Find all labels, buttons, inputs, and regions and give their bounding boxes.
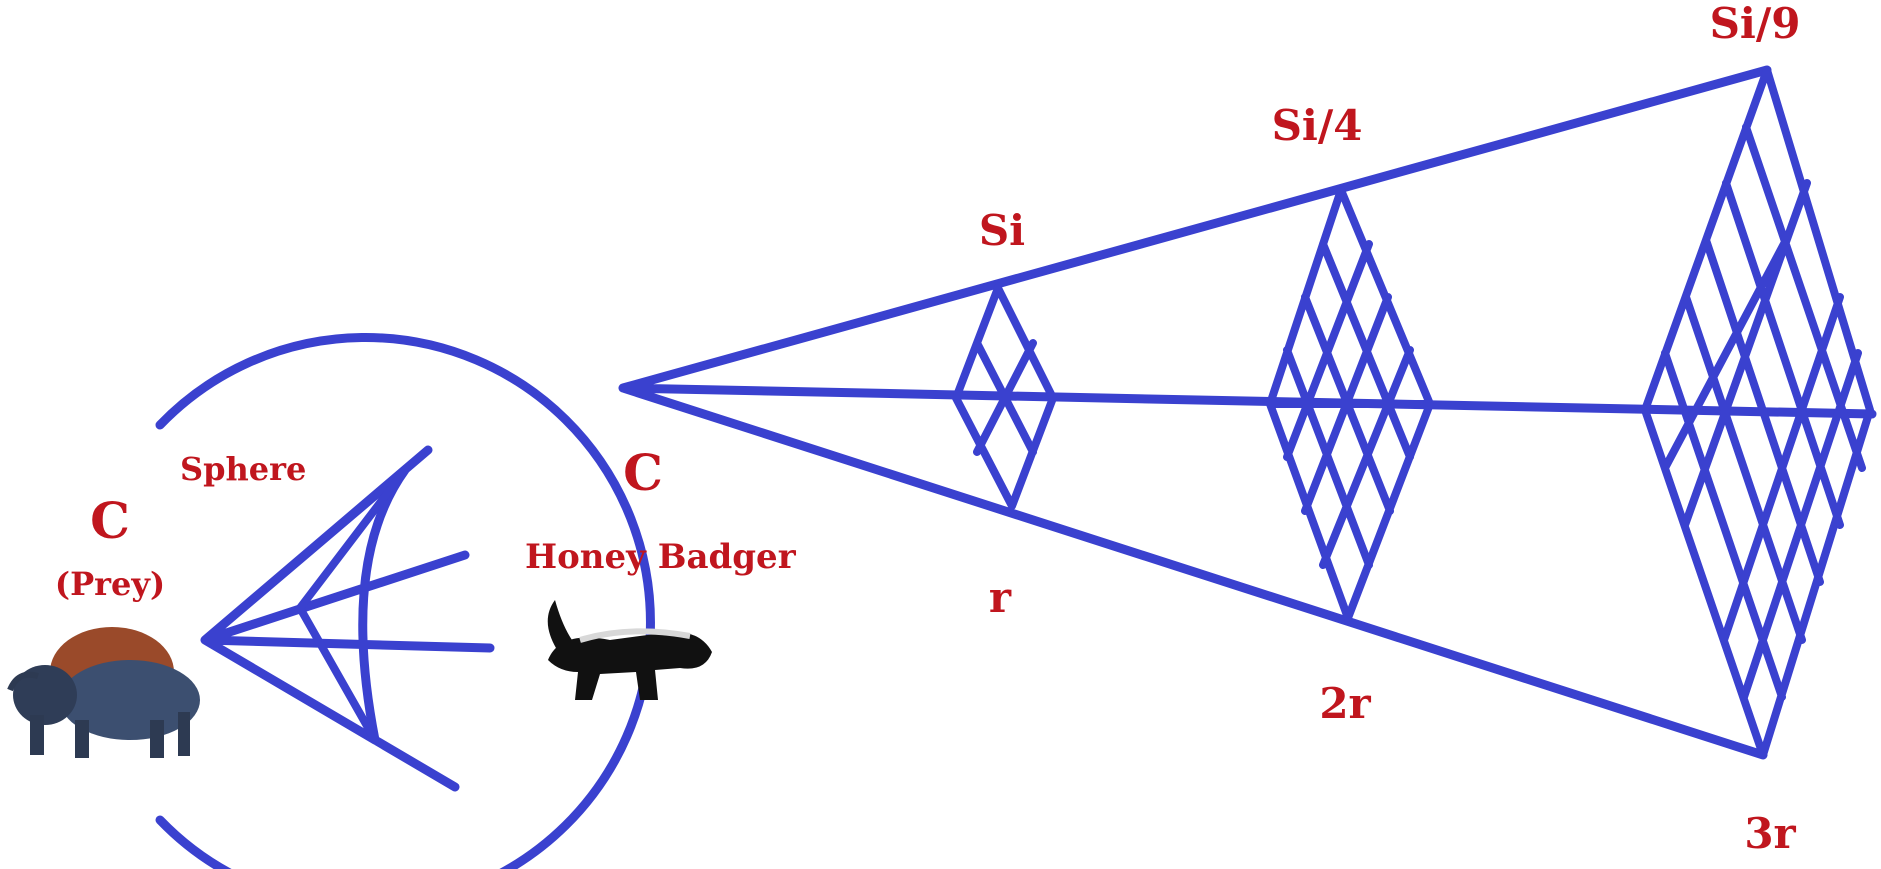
si-9-label: Si/9 — [1710, 0, 1801, 48]
area-r — [952, 284, 1057, 510]
sphere-cone — [200, 445, 495, 792]
si-4-label: Si/4 — [1272, 101, 1363, 150]
si-label: Si — [979, 206, 1025, 255]
area-3r — [1641, 66, 1874, 759]
sphere-group — [155, 333, 655, 869]
badger-c-label: C — [623, 443, 663, 502]
sphere-arc — [155, 333, 655, 869]
r-label: r — [989, 573, 1012, 622]
cone-outline — [618, 65, 1877, 760]
bison-icon — [7, 627, 200, 758]
prey-c-label: C — [90, 491, 130, 550]
area-2r — [1266, 186, 1434, 622]
r2-label: 2r — [1319, 679, 1371, 728]
prey-label: (Prey) — [55, 565, 165, 603]
honey-badger-label: Honey Badger — [525, 537, 797, 577]
sphere-inner — [296, 466, 409, 744]
sphere-label: Sphere — [180, 450, 306, 488]
honey-badger-icon — [547, 600, 712, 700]
r3-label: 3r — [1744, 809, 1796, 858]
